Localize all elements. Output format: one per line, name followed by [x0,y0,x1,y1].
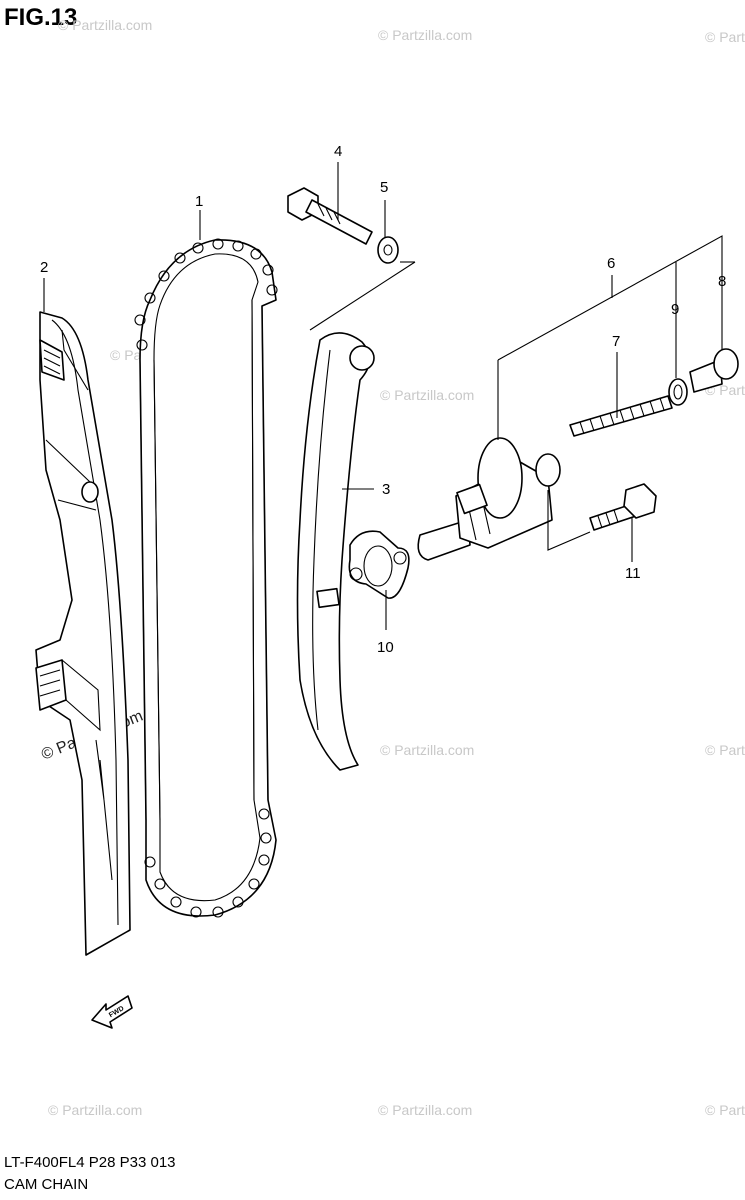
cap-bolt-part [689,348,739,393]
watermark: © Partzilla.com [380,742,474,758]
callout-11: 11 [625,565,641,582]
chain-guide-part [35,311,131,956]
watermark: © Partzilla.com [705,1102,745,1118]
callout-3: 3 [382,481,390,498]
watermark: © Partzilla.com [48,1102,142,1118]
figure-title: FIG.13 [4,4,78,31]
leader-lines [43,162,723,630]
tensioner-arm-part [296,332,375,771]
spring-part [569,395,673,437]
cam-chain-part [134,238,278,918]
callout-10: 10 [377,639,394,656]
mounting-bolt-part [589,483,657,531]
bolt-part [287,187,373,245]
watermark: © Partzilla.com [378,1102,472,1118]
callout-6: 6 [607,255,615,272]
leader-line [309,261,416,331]
watermark: © Partzilla.com [705,742,745,758]
callout-4: 4 [334,143,342,160]
figure-name: CAM CHAIN [4,1176,89,1193]
o-ring-part [668,378,688,406]
callout-7: 7 [612,333,620,350]
callout-1: 1 [195,193,203,210]
callout-9: 9 [671,301,679,318]
callouts: 1 2 3 4 5 6 7 8 9 10 11 [40,143,726,656]
watermark: © Partzilla.com [705,29,745,45]
watermark: © Partzilla.com [378,27,472,43]
callout-2: 2 [40,259,48,276]
callout-8: 8 [718,273,726,290]
callout-5: 5 [380,179,388,196]
figure-code: LT-F400FL4 P28 P33 013 [4,1154,176,1171]
washer-part [377,236,399,264]
fwd-arrow-icon: FWD [91,995,133,1029]
gasket-part [348,530,410,599]
watermark: © Partzilla.com [58,17,152,33]
tensioner-body-part [417,437,561,561]
watermark: © Partzilla.com [380,387,474,403]
